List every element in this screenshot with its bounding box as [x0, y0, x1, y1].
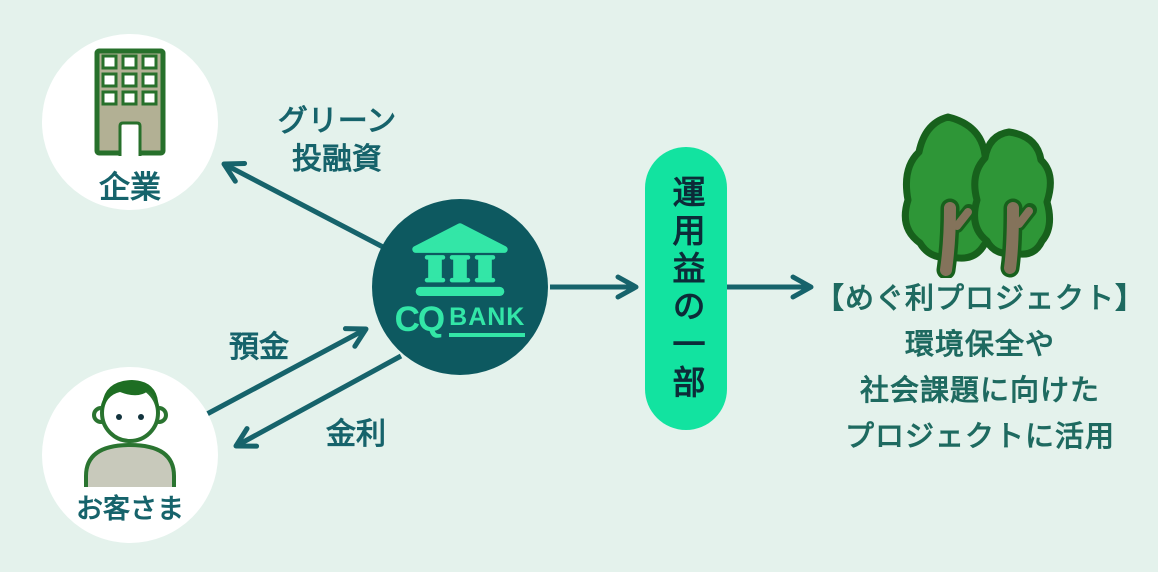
profit-pill-label: 運用益の一部 — [668, 174, 705, 403]
bank-logo-bank: BANK — [449, 305, 526, 337]
company-label: 企業 — [99, 170, 161, 205]
interest-label: 金利 — [326, 418, 386, 451]
project-line4: プロジェクトに活用 — [844, 421, 1115, 453]
project-line2: 環境保全や — [904, 329, 1055, 361]
office-building-icon — [94, 48, 166, 156]
bank-logo: CQ BANK — [395, 302, 526, 337]
green-investment-line2: 投融資 — [292, 143, 382, 176]
company-node: 企業 — [42, 34, 218, 210]
person-icon — [84, 380, 176, 487]
customer-label: お客さま — [76, 494, 184, 524]
profit-pill: 運用益の一部 — [645, 147, 727, 430]
project-line3: 社会課題に向けた — [859, 375, 1100, 407]
bank-logo-cq: CQ — [394, 300, 445, 339]
deposit-label: 預金 — [229, 331, 289, 364]
bank-building-icon — [410, 221, 510, 301]
green-investment-line1: グリーン — [277, 105, 397, 138]
trees-icon — [901, 113, 1054, 278]
project-description: 【めぐ利プロジェクト】 環境保全や 社会課題に向けた プロジェクトに活用 — [800, 276, 1158, 460]
bank-node: CQ BANK — [372, 199, 548, 375]
green-investment-label: グリーン 投融資 — [262, 103, 412, 179]
customer-node: お客さま — [42, 367, 218, 543]
project-title: 【めぐ利プロジェクト】 — [814, 283, 1145, 315]
